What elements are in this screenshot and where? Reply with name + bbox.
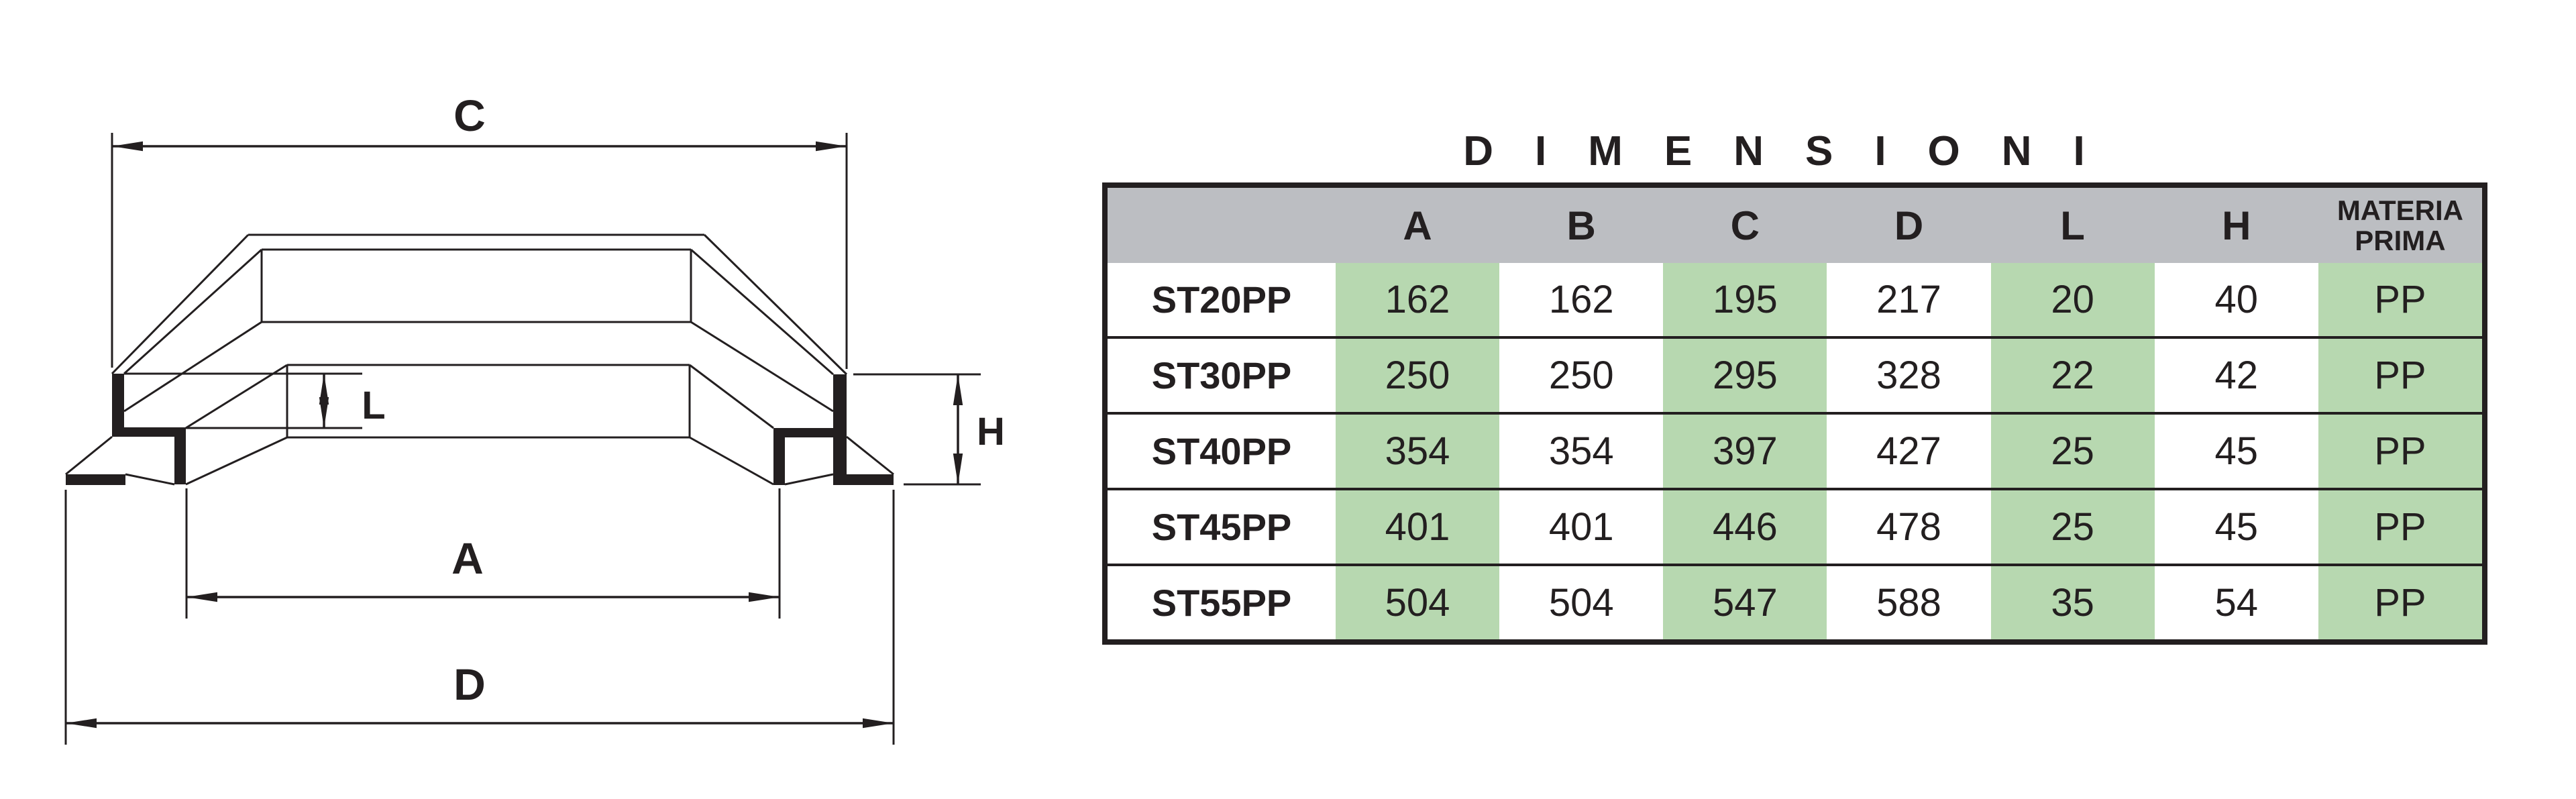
- value-a: 354: [1336, 415, 1500, 488]
- value-a: 250: [1336, 339, 1500, 412]
- value-d: 427: [1876, 429, 1941, 473]
- value-materia-prima: PP: [2318, 566, 2482, 639]
- value-l: 22: [1990, 339, 2155, 412]
- table-row: ST55PP 504 504 547 588 35 54 PP: [1108, 564, 2482, 639]
- header-col-l: L: [2060, 203, 2085, 248]
- table-row: ST40PP 354 354 397 427 25 45 PP: [1108, 412, 2482, 488]
- dimension-c: C: [111, 91, 848, 369]
- value-l: 35: [1990, 566, 2155, 639]
- dimension-d: D: [64, 490, 895, 745]
- value-l: 20: [1990, 263, 2155, 336]
- bridge-body-outline: [65, 233, 894, 486]
- value-materia-prima: PP: [2318, 415, 2482, 488]
- value-h: 42: [2214, 354, 2259, 397]
- header-col-b: B: [1566, 203, 1596, 248]
- value-l: 25: [1990, 415, 2155, 488]
- value-b: 162: [1548, 278, 1614, 321]
- model-name: ST55PP: [1151, 582, 1292, 624]
- value-c: 295: [1663, 339, 1827, 412]
- value-c: 547: [1663, 566, 1827, 639]
- value-l: 25: [1990, 490, 2155, 564]
- header-model-cell: [1108, 188, 1336, 263]
- model-name: ST20PP: [1151, 278, 1292, 321]
- right-leg-section: [773, 374, 894, 485]
- value-c: 446: [1663, 490, 1827, 564]
- value-c: 195: [1663, 263, 1827, 336]
- table-header-row: A B C D L H MATERIA PRIMA: [1108, 188, 2482, 263]
- header-col-d: D: [1894, 203, 1924, 248]
- header-col-a: A: [1403, 203, 1432, 248]
- dim-label-a: A: [451, 533, 484, 583]
- dimension-l: L: [124, 372, 386, 429]
- profile-technical-drawing: C L H A D: [64, 91, 1005, 745]
- dim-label-d: D: [453, 659, 486, 709]
- dim-label-h: H: [977, 410, 1005, 454]
- value-d: 217: [1876, 278, 1941, 321]
- model-name: ST30PP: [1151, 354, 1292, 396]
- value-h: 54: [2214, 581, 2259, 625]
- dimension-h: H: [853, 373, 1005, 486]
- value-b: 354: [1548, 429, 1614, 473]
- value-a: 401: [1336, 490, 1500, 564]
- value-b: 250: [1548, 354, 1614, 397]
- dim-label-l: L: [362, 384, 385, 427]
- dimensions-table: A B C D L H MATERIA PRIMA ST20PP 162 162…: [1102, 182, 2487, 645]
- table-title: DIMENSIONI: [1463, 128, 2127, 174]
- value-h: 45: [2214, 505, 2259, 549]
- value-materia-prima: PP: [2318, 490, 2482, 564]
- header-col-c: C: [1730, 203, 1760, 248]
- table-row: ST30PP 250 250 295 328 22 42 PP: [1108, 336, 2482, 412]
- value-a: 162: [1336, 263, 1500, 336]
- left-leg-section: [66, 374, 186, 485]
- value-c: 397: [1663, 415, 1827, 488]
- value-d: 478: [1876, 505, 1941, 549]
- dimension-a: A: [185, 488, 781, 619]
- dim-label-c: C: [453, 91, 486, 140]
- header-col-h: H: [2222, 203, 2251, 248]
- value-h: 40: [2214, 278, 2259, 321]
- value-b: 504: [1548, 581, 1614, 625]
- header-col-materia-prima: MATERIA PRIMA: [2337, 194, 2464, 256]
- table-row: ST20PP 162 162 195 217 20 40 PP: [1108, 263, 2482, 336]
- model-name: ST45PP: [1151, 506, 1292, 548]
- value-d: 328: [1876, 354, 1941, 397]
- value-a: 504: [1336, 566, 1500, 639]
- value-b: 401: [1548, 505, 1614, 549]
- value-materia-prima: PP: [2318, 263, 2482, 336]
- value-d: 588: [1876, 581, 1941, 625]
- value-materia-prima: PP: [2318, 339, 2482, 412]
- table-row: ST45PP 401 401 446 478 25 45 PP: [1108, 488, 2482, 564]
- value-h: 45: [2214, 429, 2259, 473]
- model-name: ST40PP: [1151, 430, 1292, 472]
